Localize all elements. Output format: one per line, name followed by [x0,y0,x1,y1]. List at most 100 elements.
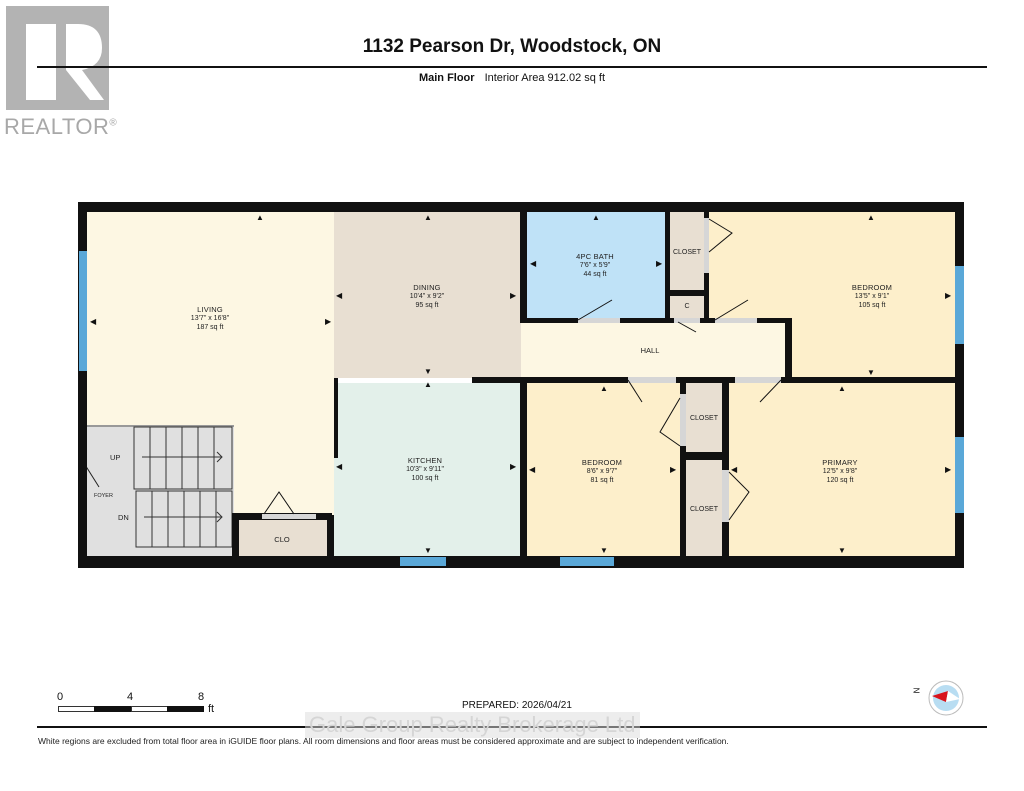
wall [665,212,670,323]
realtor-logo-text: REALTOR® [4,114,118,139]
clo-label: CLO [274,535,290,544]
wall [955,202,964,568]
wall [232,513,239,556]
door [735,377,781,383]
dimension-arrow-icon: ▲ [867,213,875,222]
dimension-arrow-icon: ▼ [424,546,432,555]
dimension-arrow-icon: ▲ [838,384,846,393]
c-label: C [684,303,690,310]
room-closet-mid [686,383,722,452]
door [628,377,676,383]
wall [680,377,686,556]
dimension-arrow-icon: ▼ [600,546,608,555]
floor-name: Main Floor [418,72,475,84]
header-divider [37,66,987,68]
window [955,437,964,513]
interior-area: Interior Area 912.02 sq ft [484,72,606,84]
floor-subtitle: Main Floor Interior Area 912.02 sq ft [0,72,1024,84]
wall [78,556,964,568]
dimension-arrow-icon: ◀ [731,465,738,474]
dimension-arrow-icon: ▶ [510,462,517,471]
compass-north-label: N [912,687,922,694]
closet-label-low: CLOSET [689,506,718,513]
room-hall [521,323,785,378]
door [674,318,700,323]
wall [520,377,527,556]
room-dining [334,212,521,378]
dimension-arrow-icon: ▲ [600,384,608,393]
wall [686,452,722,460]
dimension-arrow-icon: ◀ [530,259,537,268]
dimension-arrow-icon: ◀ [90,317,97,326]
dimension-arrow-icon: ▶ [670,465,677,474]
page-title: 1132 Pearson Dr, Woodstock, ON [362,36,662,57]
room-kitchen [334,383,520,556]
dimension-arrow-icon: ◀ [529,465,536,474]
dimension-arrow-icon: ▶ [945,465,952,474]
scale-tick-0: 0 [57,691,64,703]
door [722,470,729,522]
room-primary [729,383,955,556]
wall [334,378,338,458]
dimension-arrow-icon: ▲ [424,213,432,222]
wall [785,318,792,383]
dimension-arrow-icon: ◀ [336,462,343,471]
wall [327,515,334,556]
scale-tick-4: 4 [127,691,134,703]
room-closet-low [686,460,722,556]
dimension-arrow-icon: ◀ [336,291,343,300]
window [560,557,614,566]
scale-unit: ft [208,703,215,715]
scale-tick-8: 8 [198,691,205,703]
stairs-dn-label: DN [118,513,129,522]
window [400,557,446,566]
closet-label-mid: CLOSET [689,415,718,422]
wall [520,212,527,323]
stairs-up-label: UP [110,453,121,462]
dimension-arrow-icon: ▶ [945,291,952,300]
wall [78,202,964,212]
room-c [670,296,704,320]
realtor-logo [6,6,109,110]
wall [792,377,955,383]
hall-label: HALL [640,346,660,355]
dimension-arrow-icon: ▲ [256,213,264,222]
window [79,251,87,371]
compass: N [912,680,966,720]
dimension-arrow-icon: ▶ [656,259,663,268]
window [955,266,964,344]
room-clo [239,520,327,556]
dimension-arrow-icon: ▼ [838,546,846,555]
dimension-arrow-icon: ▲ [424,380,432,389]
wall [520,318,792,323]
dimension-arrow-icon: ▼ [867,368,875,377]
wall [78,202,87,568]
scale-bar: 0 4 8 ft [56,691,226,721]
door [578,318,620,323]
door [680,394,686,446]
dimension-arrow-icon: ▶ [510,291,517,300]
wall [78,458,87,502]
prepared-date: PREPARED: 2026/04/21 [462,700,572,711]
door [704,218,709,273]
dimension-arrow-icon: ▲ [592,213,600,222]
door [715,318,757,323]
closet-label-top: CLOSET [672,249,701,256]
foyer-label: FOYER [94,493,113,499]
watermark: Gale Group Realty Brokerage Ltd [305,712,640,738]
room-closet-top [670,212,704,290]
stairs-icon [87,426,233,548]
dimension-arrow-icon: ▶ [325,317,332,326]
disclaimer: White regions are excluded from total fl… [38,736,729,746]
wall [665,290,709,296]
room-bedroom-s [527,383,680,556]
wall [722,377,729,556]
